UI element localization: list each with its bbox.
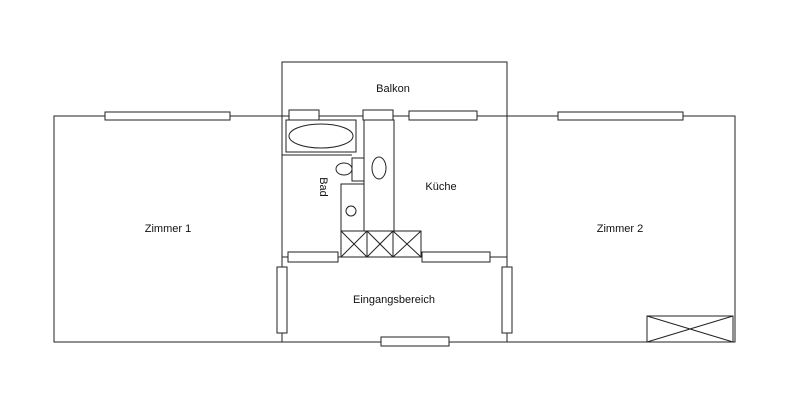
- door-kueche: [421, 251, 491, 263]
- door-balkon: [408, 110, 478, 121]
- label-zimmer1: Zimmer 1: [145, 223, 191, 235]
- window-zimmer2: [557, 111, 684, 121]
- label-kueche: Küche: [425, 181, 456, 193]
- kitchen-cabinets: [340, 230, 422, 258]
- door-zimmer2: [501, 266, 513, 334]
- label-bad: Bad: [317, 177, 329, 197]
- window-zimmer1: [104, 111, 231, 121]
- toilet-tank: [351, 157, 365, 182]
- toilet-bowl: [335, 162, 353, 176]
- bad-fixtures: [285, 119, 395, 255]
- label-eingangsbereich: Eingangsbereich: [353, 294, 435, 306]
- doors: [276, 251, 513, 334]
- kitchen-sink: [371, 156, 387, 180]
- zimmer2-cabinet: [646, 315, 734, 343]
- window-kueche-small: [362, 109, 394, 121]
- label-zimmer2: Zimmer 2: [597, 223, 643, 235]
- door-zimmer1: [276, 266, 288, 334]
- bathtub-basin: [288, 123, 354, 149]
- label-balkon: Balkon: [376, 83, 410, 95]
- door-bad: [287, 251, 339, 263]
- washbasin: [345, 205, 357, 217]
- door-entrance: [380, 336, 450, 347]
- window-bad: [288, 109, 320, 121]
